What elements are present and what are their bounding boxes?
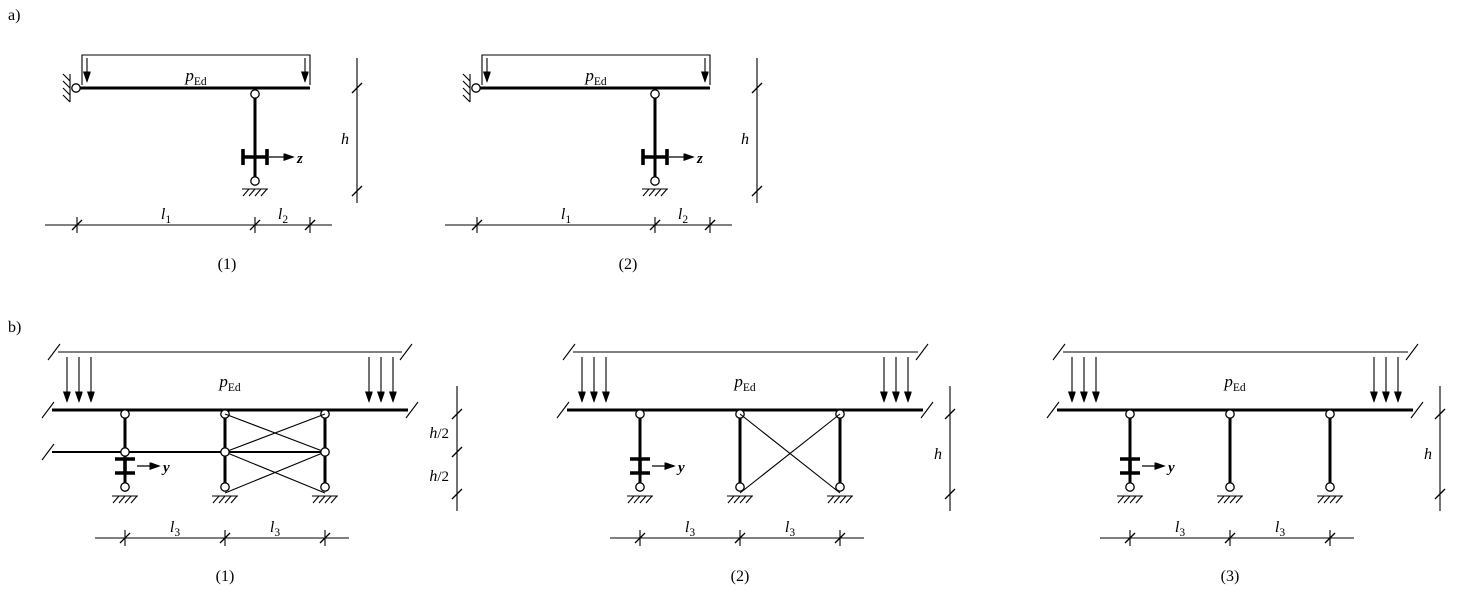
half-height-dim-label: h/2 (429, 425, 449, 442)
axis-y-label: y (676, 460, 685, 476)
ground-support (241, 188, 269, 197)
hinge (1325, 409, 1335, 419)
caption-a1: (1) (218, 256, 237, 273)
dim-l2-label: l2 (278, 206, 288, 226)
brace-diagonal (739, 413, 841, 494)
load-label: pEd (184, 66, 207, 88)
axis-z-label: z (296, 151, 303, 167)
hinge (650, 176, 660, 186)
hinge (835, 482, 845, 492)
caption-b2: (2) (731, 568, 750, 585)
ground-support (641, 188, 669, 197)
load-label: pEd (218, 372, 241, 394)
hinge (471, 83, 481, 93)
dim-l2-label: l2 (678, 206, 688, 226)
ground-support (1116, 495, 1144, 504)
load-outline (81, 54, 311, 85)
ground-support (726, 495, 754, 504)
ground-support (1216, 495, 1244, 504)
row-a-label: a) (8, 7, 20, 24)
load-label: pEd (1223, 372, 1246, 394)
load-label: pEd (584, 66, 607, 88)
ground-support (826, 495, 854, 504)
brace-diagonal (224, 413, 326, 453)
i-section-symbol (113, 457, 137, 475)
diagram-b3: pEd y h l3 l3 (3) (1046, 343, 1446, 585)
dim-l3-label: l3 (685, 519, 695, 539)
row-b-label: b) (8, 319, 21, 336)
axis-y-label: y (1166, 460, 1175, 476)
i-section-symbol (1118, 457, 1142, 475)
hinge (320, 482, 330, 492)
caption-b1: (1) (216, 568, 235, 585)
caption-a2: (2) (619, 256, 638, 273)
hinge (1125, 409, 1135, 419)
dim-l3-label: l3 (170, 519, 180, 539)
half-height-dim-label: h/2 (429, 468, 449, 485)
height-dim-label: h (934, 446, 942, 463)
dim-l3-label: l3 (1175, 519, 1185, 539)
ground-support (626, 495, 654, 504)
height-dim-label: h (1424, 446, 1432, 463)
ground-support (111, 495, 139, 504)
hinge (1225, 409, 1235, 419)
dim-l3-label: l3 (270, 519, 280, 539)
hinge (120, 447, 130, 457)
diagram-a2: pEd z h l1 l2 (2) (445, 54, 763, 273)
i-section-symbol (628, 457, 652, 475)
axis-y-label: y (161, 460, 170, 476)
dim-l1-label: l1 (161, 206, 171, 226)
dim-l3-label: l3 (1275, 519, 1285, 539)
diagram-b1: pEd y h/2 h/2 (41, 343, 463, 585)
diagram-a1: pEd z h l1 l2 (1) (45, 54, 363, 273)
dim-l1-label: l1 (561, 206, 571, 226)
ground-support (311, 495, 339, 504)
hinge (250, 89, 260, 99)
hinge (220, 447, 230, 457)
ground-support (1316, 495, 1344, 504)
hinge (71, 83, 81, 93)
hinge (250, 176, 260, 186)
height-dim-label: h (741, 131, 749, 148)
hinge (635, 409, 645, 419)
brace-diagonal (224, 451, 326, 494)
hinge (735, 482, 745, 492)
diagram-b2: pEd y h l3 l3 (2) (556, 343, 956, 585)
wall-support (62, 73, 71, 103)
axis-z-label: z (696, 151, 703, 167)
caption-b3: (3) (1221, 568, 1240, 585)
load-label: pEd (733, 372, 756, 394)
dim-l3-label: l3 (785, 519, 795, 539)
hinge (120, 409, 130, 419)
ground-support (211, 495, 239, 504)
hinge (220, 482, 230, 492)
hinge (650, 89, 660, 99)
hinge (1325, 482, 1335, 492)
load-outline (481, 54, 711, 85)
hinge (1225, 482, 1235, 492)
hinge (1125, 482, 1135, 492)
wall-support (462, 73, 471, 103)
hinge (320, 447, 330, 457)
hinge (635, 482, 645, 492)
hinge (120, 482, 130, 492)
height-dim-label: h (341, 131, 349, 148)
